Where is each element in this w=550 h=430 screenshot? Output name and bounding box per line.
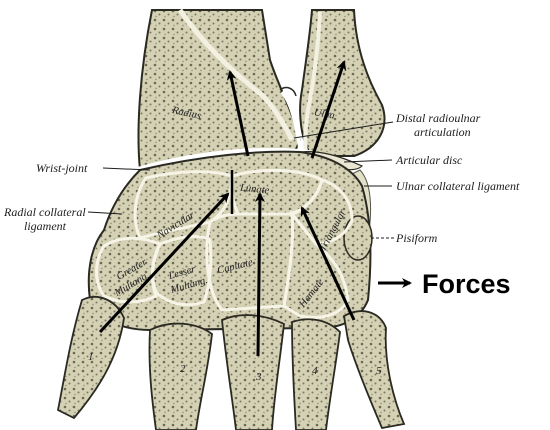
force-arrow-radius (226, 70, 250, 157)
label-radial-collateral-1: Radial collateral (3, 205, 86, 219)
label-ulnar-collateral: Ulnar collateral ligament (396, 179, 520, 193)
ulna-cortex (303, 11, 322, 153)
label-articular-disc: Articular disc (395, 153, 463, 167)
label-distal-radioulnar-1: Distal radioulnar (395, 111, 481, 125)
metacarpal-3 (221, 314, 285, 430)
force-arrow-thumb (98, 192, 230, 334)
leader-distal-radioulnar (293, 121, 394, 139)
label-ulna: Ulna (313, 107, 336, 121)
label-radial-collateral-2: ligament (24, 219, 67, 233)
metacarpal-number-4: 4 (312, 365, 318, 377)
label-wrist-joint: Wrist-joint (36, 161, 88, 175)
metacarpal-1 (56, 296, 125, 420)
legend: Forces (378, 269, 511, 299)
metacarpal-number-1: 1 (88, 351, 94, 363)
metacarpal-2 (148, 322, 213, 430)
radioulnar-joint (280, 90, 302, 149)
metacarpal-5 (343, 310, 406, 430)
radius-cortex (177, 8, 295, 142)
label-pisiform: Pisiform (395, 231, 438, 245)
metacarpal-number-2: 2 (180, 363, 186, 375)
leader-radial-collateral (87, 211, 123, 215)
force-arrow-ulna (310, 60, 347, 159)
force-arrows (98, 60, 356, 357)
leader-articular-disc (343, 159, 393, 163)
force-arrow-middle (254, 192, 265, 357)
metacarpal-number-3: 3 (255, 371, 262, 383)
ulna-bone (299, 9, 386, 157)
legend-label: Forces (422, 269, 511, 299)
leader-lines (87, 121, 394, 239)
hamate-outline (282, 209, 350, 319)
metacarpal-number-5: 5 (376, 365, 382, 377)
pisiform-bone (343, 215, 373, 261)
metacarpal-4 (291, 318, 341, 430)
radioulnar-joint-outline (279, 86, 297, 97)
leader-wrist-joint (102, 167, 151, 171)
radius-bone (137, 9, 302, 172)
label-distal-radioulnar-2: articulation (414, 125, 471, 139)
greater-multangular-outline (95, 236, 163, 304)
triangular-outline (289, 178, 354, 246)
force-arrow-little (300, 206, 356, 321)
